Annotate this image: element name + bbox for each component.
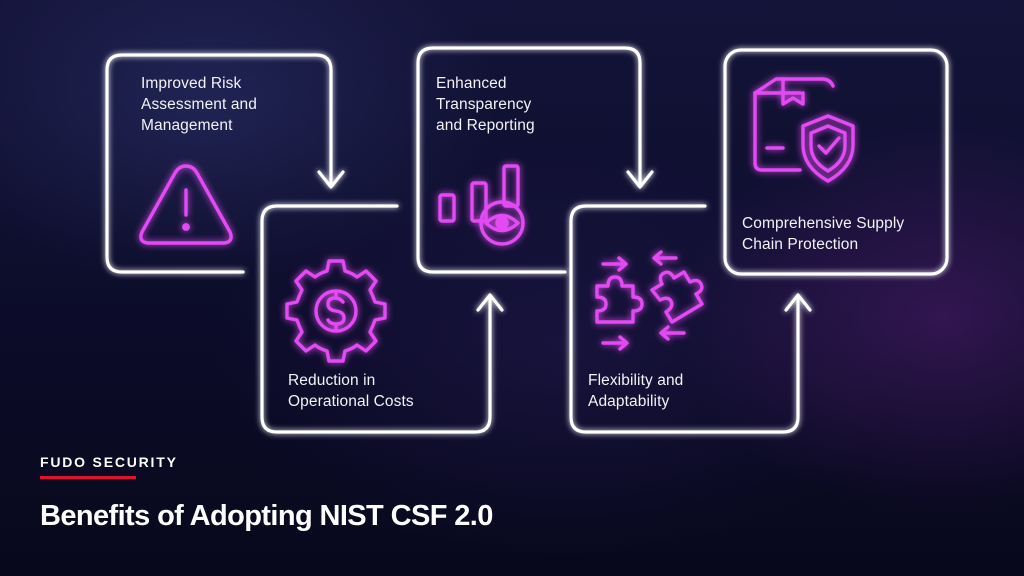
brand-accent-line — [40, 476, 136, 479]
box-4-outline — [569, 204, 800, 434]
puzzle-pieces-icon — [595, 250, 704, 351]
box-shield-icon — [753, 77, 855, 183]
box-1-outline — [105, 53, 333, 274]
step-2-label: Reduction in Operational Costs — [288, 372, 414, 410]
warning-triangle-icon — [139, 164, 233, 245]
brand-name: FUDO SECURITY — [40, 454, 178, 470]
step-4-label: Flexibility and Adaptability — [588, 372, 684, 410]
arrow-1-down — [317, 170, 345, 189]
gear-dollar-icon — [285, 259, 387, 363]
box-2-outline — [260, 204, 492, 434]
bar-chart-eye-icon — [438, 164, 525, 246]
box-3-outline — [416, 46, 642, 274]
arrow-4-up — [784, 293, 812, 312]
step-1-label: Improved Risk Assessment and Management — [141, 75, 257, 134]
step-3-label: Enhanced Transparency and Reporting — [436, 75, 535, 134]
arrow-2-up — [476, 293, 504, 312]
step-5-label: Comprehensive Supply Chain Protection — [742, 215, 905, 253]
page-title: Benefits of Adopting NIST CSF 2.0 — [40, 500, 493, 532]
arrow-3-down — [626, 170, 654, 189]
box-5-outline — [723, 48, 949, 276]
